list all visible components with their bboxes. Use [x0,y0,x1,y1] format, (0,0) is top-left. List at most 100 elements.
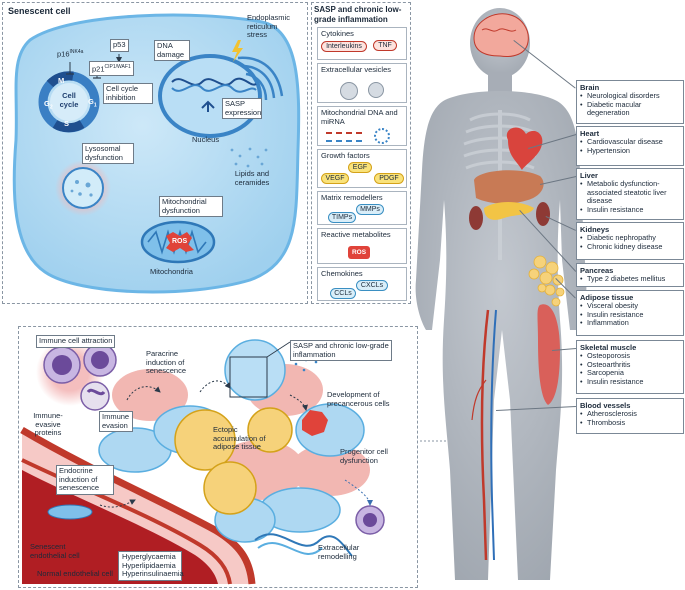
organ-box-adipose-tissue: Adipose tissueVisceral obesityInsulin re… [576,290,684,336]
sasp-cytokines: Cytokines Interleukins TNF [317,27,407,60]
ros-label: ROS [172,238,188,245]
metabolic-list: Hyperglycaemia Hyperlipidaemia Hyperinsu… [118,551,184,581]
phase-g2: G2 [44,99,53,111]
organ-name: Skeletal muscle [580,343,637,352]
ros-badge: ROS [348,246,370,259]
dna-damage-label: DNA damage [154,40,190,61]
immune-evasive-label: Immune-evasive proteins [33,411,63,437]
organ-condition: Atherosclerosis [580,409,680,419]
vesicle-icon [368,82,384,98]
organ-name: Brain [580,83,600,92]
organ-box-pancreas: PancreasType 2 diabetes mellitus [576,263,684,287]
organ-condition: Neurological disorders [580,91,680,101]
p21-label: p21CIP1/WAF1 [89,61,134,76]
sasp-extracellular-vesicles: Extracellular vesicles [317,63,407,103]
organ-name: Kidneys [580,225,610,234]
organ-condition: Insulin resistance [580,205,680,215]
vegf-pill: VEGF [321,173,349,184]
pdgf-pill: PDGF [374,173,404,184]
cell-cycle-ring [38,71,100,133]
organ-box-skeletal-muscle: Skeletal muscleOsteoporosisOsteoarthriti… [576,340,684,394]
sasp-mito-dna: Mitochondrial DNA and miRNA [317,106,407,146]
ccls-pill: CCLs [330,288,356,299]
p53-label: p53 [110,39,129,52]
timps-pill: TIMPs [328,212,356,223]
organ-condition: Sarcopenia [580,369,680,378]
dna-helix-icon [326,132,362,142]
senescent-endo-label: Senescent endothelial cell [30,542,80,560]
ecm-label: Extracellular remodelling [318,543,360,561]
tnf-pill: TNF [373,40,397,51]
cell-cycle-inhibition-label: Cell cycle inhibition [103,83,153,104]
organ-condition: Cardiovascular disease [580,137,680,147]
metabolic-item: Hyperlipidaemia [122,560,176,570]
immune-evasion-label: Immune evasion [99,411,133,432]
endocrine-label: Endocrine induction of senescence [56,465,114,495]
mmps-pill: MMPs [356,204,384,215]
lysosome [55,160,111,216]
lysosomal-dysfunction-label: Lysosomal dysfunction [82,143,134,164]
egf-pill: EGF [348,162,372,173]
ectopic-label: Ectopic accumulation of adipose tissue [213,425,266,451]
organ-condition: Diabetic nephropathy [580,233,680,243]
sasp-inflammation-label: SASP and chronic low-grade inflammation [290,340,392,361]
er-stress-label: Endoplasmic reticulum stress [247,13,290,39]
tissue-panel [18,326,418,588]
organ-box-kidneys: KidneysDiabetic nephropathyChronic kidne… [576,222,684,260]
organ-box-brain: BrainNeurological disordersDiabetic macu… [576,80,684,124]
adipocytes [174,407,293,515]
organ-condition: Thrombosis [580,418,680,428]
metabolic-item: Hyperinsulinaemia [122,569,184,578]
phase-s: S [64,119,70,128]
lipids-label: Lipids and ceramides [234,169,270,187]
nucleus-label: Nucleus [192,135,220,144]
sasp-matrix-remodellers: Matrix remodellers TIMPs MMPs [317,191,407,225]
mirna-icon [374,128,390,144]
organ-box-blood-vessels: Blood vesselsAtherosclerosisThrombosis [576,398,684,434]
organ-condition: Visceral obesity [580,301,680,311]
cxcls-pill: CXCLs [356,280,388,291]
organ-condition: Metabolic dysfunction-associated steatot… [580,179,680,206]
sasp-panel [311,2,411,304]
sasp-growth-factors: Growth factors EGF VEGF PDGF [317,149,407,188]
mito-dysfunction-label: Mitochondrial dysfunction [159,196,223,217]
organ-condition: Osteoporosis [580,351,680,361]
senescent-cell-illustration [12,13,301,294]
sasp-expression-label: SASP expression [222,98,262,119]
organ-name: Blood vessels [580,401,631,410]
organ-condition: Insulin resistance [580,310,680,320]
organ-condition: Osteoarthritis [580,360,680,370]
human-body [415,8,587,580]
p16-label: p16INK4a [57,49,84,59]
organ-condition: Hypertension [580,146,680,156]
organ-condition: Diabetic macular degeneration [580,100,680,118]
organ-box-liver: LiverMetabolic dysfunction-associated st… [576,168,684,220]
organ-name: Pancreas [580,266,614,275]
organ-name: Liver [580,171,598,180]
senescent-cell-title: Senescent cell [8,6,71,16]
sasp-chemokines: Chemokines CCLs CXCLs [317,267,407,301]
organ-name: Adipose tissue [580,293,634,302]
normal-endo-label: Normal endothelial cell [37,569,113,578]
organ-condition: Type 2 diabetes mellitus [580,274,680,284]
interleukins-pill: Interleukins [321,41,367,52]
immune-cells [36,338,117,411]
sasp-reactive-metabolites: Reactive metabolites ROS [317,228,407,264]
paracrine-label: Paracrine induction of senescence [146,349,187,375]
cell-cycle-label: Cell cycle [59,91,79,109]
phase-m: M [58,76,65,85]
sasp-title: SASP and chronic low-grade inflammation [314,5,402,24]
metabolic-item: Hyperglycaemia [122,552,176,561]
phase-g1: G1 [88,97,97,109]
organ-box-heart: HeartCardiovascular diseaseHypertension [576,126,684,166]
organ-condition: Inflammation [580,319,680,328]
immune-attraction-label: Immune cell attraction [36,335,116,348]
mitochondria-label: Mitochondria [150,267,193,276]
senescent-cell-panel [2,2,308,304]
precancerous-label: Development of precancerous cells [327,390,390,408]
organ-condition: Insulin resistance [580,377,680,387]
progenitor-label: Progenitor cell dysfunction [340,447,388,465]
organ-name: Heart [580,129,600,138]
lipid-droplets [230,147,268,168]
organ-condition: Chronic kidney disease [580,242,680,252]
